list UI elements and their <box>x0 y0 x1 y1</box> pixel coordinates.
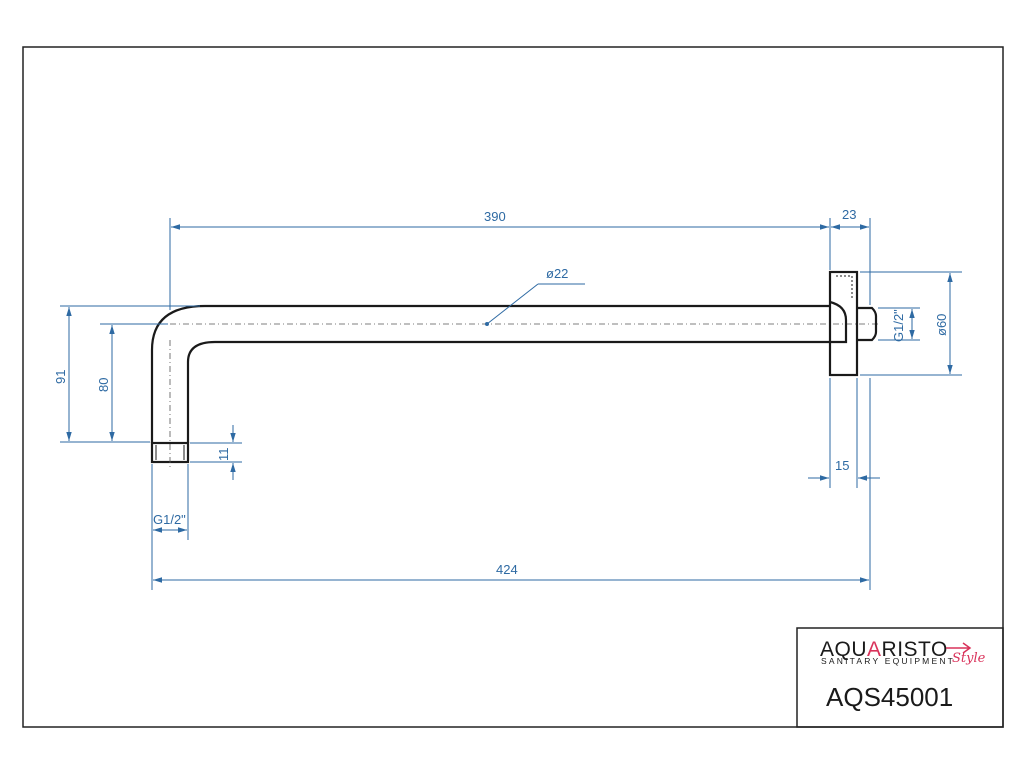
dimension-label-80: 80 <box>96 378 111 392</box>
dimension-label-diameter-22: ø22 <box>546 266 568 281</box>
flange-joint <box>829 300 848 344</box>
shower-arm <box>150 270 880 468</box>
leader-dot <box>485 322 489 326</box>
dimension-label-23: 23 <box>842 207 856 222</box>
dimension-label-424: 424 <box>496 562 518 577</box>
drawing-frame <box>22 46 1004 728</box>
dimensions: 390 23 ø22 ø60 G1/2" 91 80 <box>53 207 962 590</box>
title-block-border <box>796 627 1004 728</box>
product-code: AQS45001 <box>826 682 953 712</box>
dimension-label-11: 11 <box>216 448 231 462</box>
brand-logo: AQUARISTO <box>820 638 948 661</box>
pipe-outer-edge <box>150 304 830 443</box>
leader-line-22 <box>486 283 539 325</box>
wall-flange <box>828 270 859 377</box>
dimension-label-15: 15 <box>835 458 849 473</box>
flange-thread-nipple <box>857 306 878 342</box>
dimension-label-diameter-60: ø60 <box>934 314 949 336</box>
brand-script: Style <box>952 651 986 666</box>
brand-subtitle: SANITARY EQUIPMENT <box>821 656 955 666</box>
title-block: AQUARISTO Style SANITARY EQUIPMENT AQS45… <box>796 627 1004 728</box>
dimension-label-outlet-thread: G1/2" <box>153 512 186 527</box>
pipe-inner-edge <box>186 340 830 443</box>
flange-hidden-line <box>836 275 853 300</box>
dimension-label-91: 91 <box>53 370 68 384</box>
dimension-label-flange-thread: G1/2" <box>891 309 906 342</box>
dimension-label-390: 390 <box>484 209 506 224</box>
brand-arrow-icon <box>946 642 972 654</box>
